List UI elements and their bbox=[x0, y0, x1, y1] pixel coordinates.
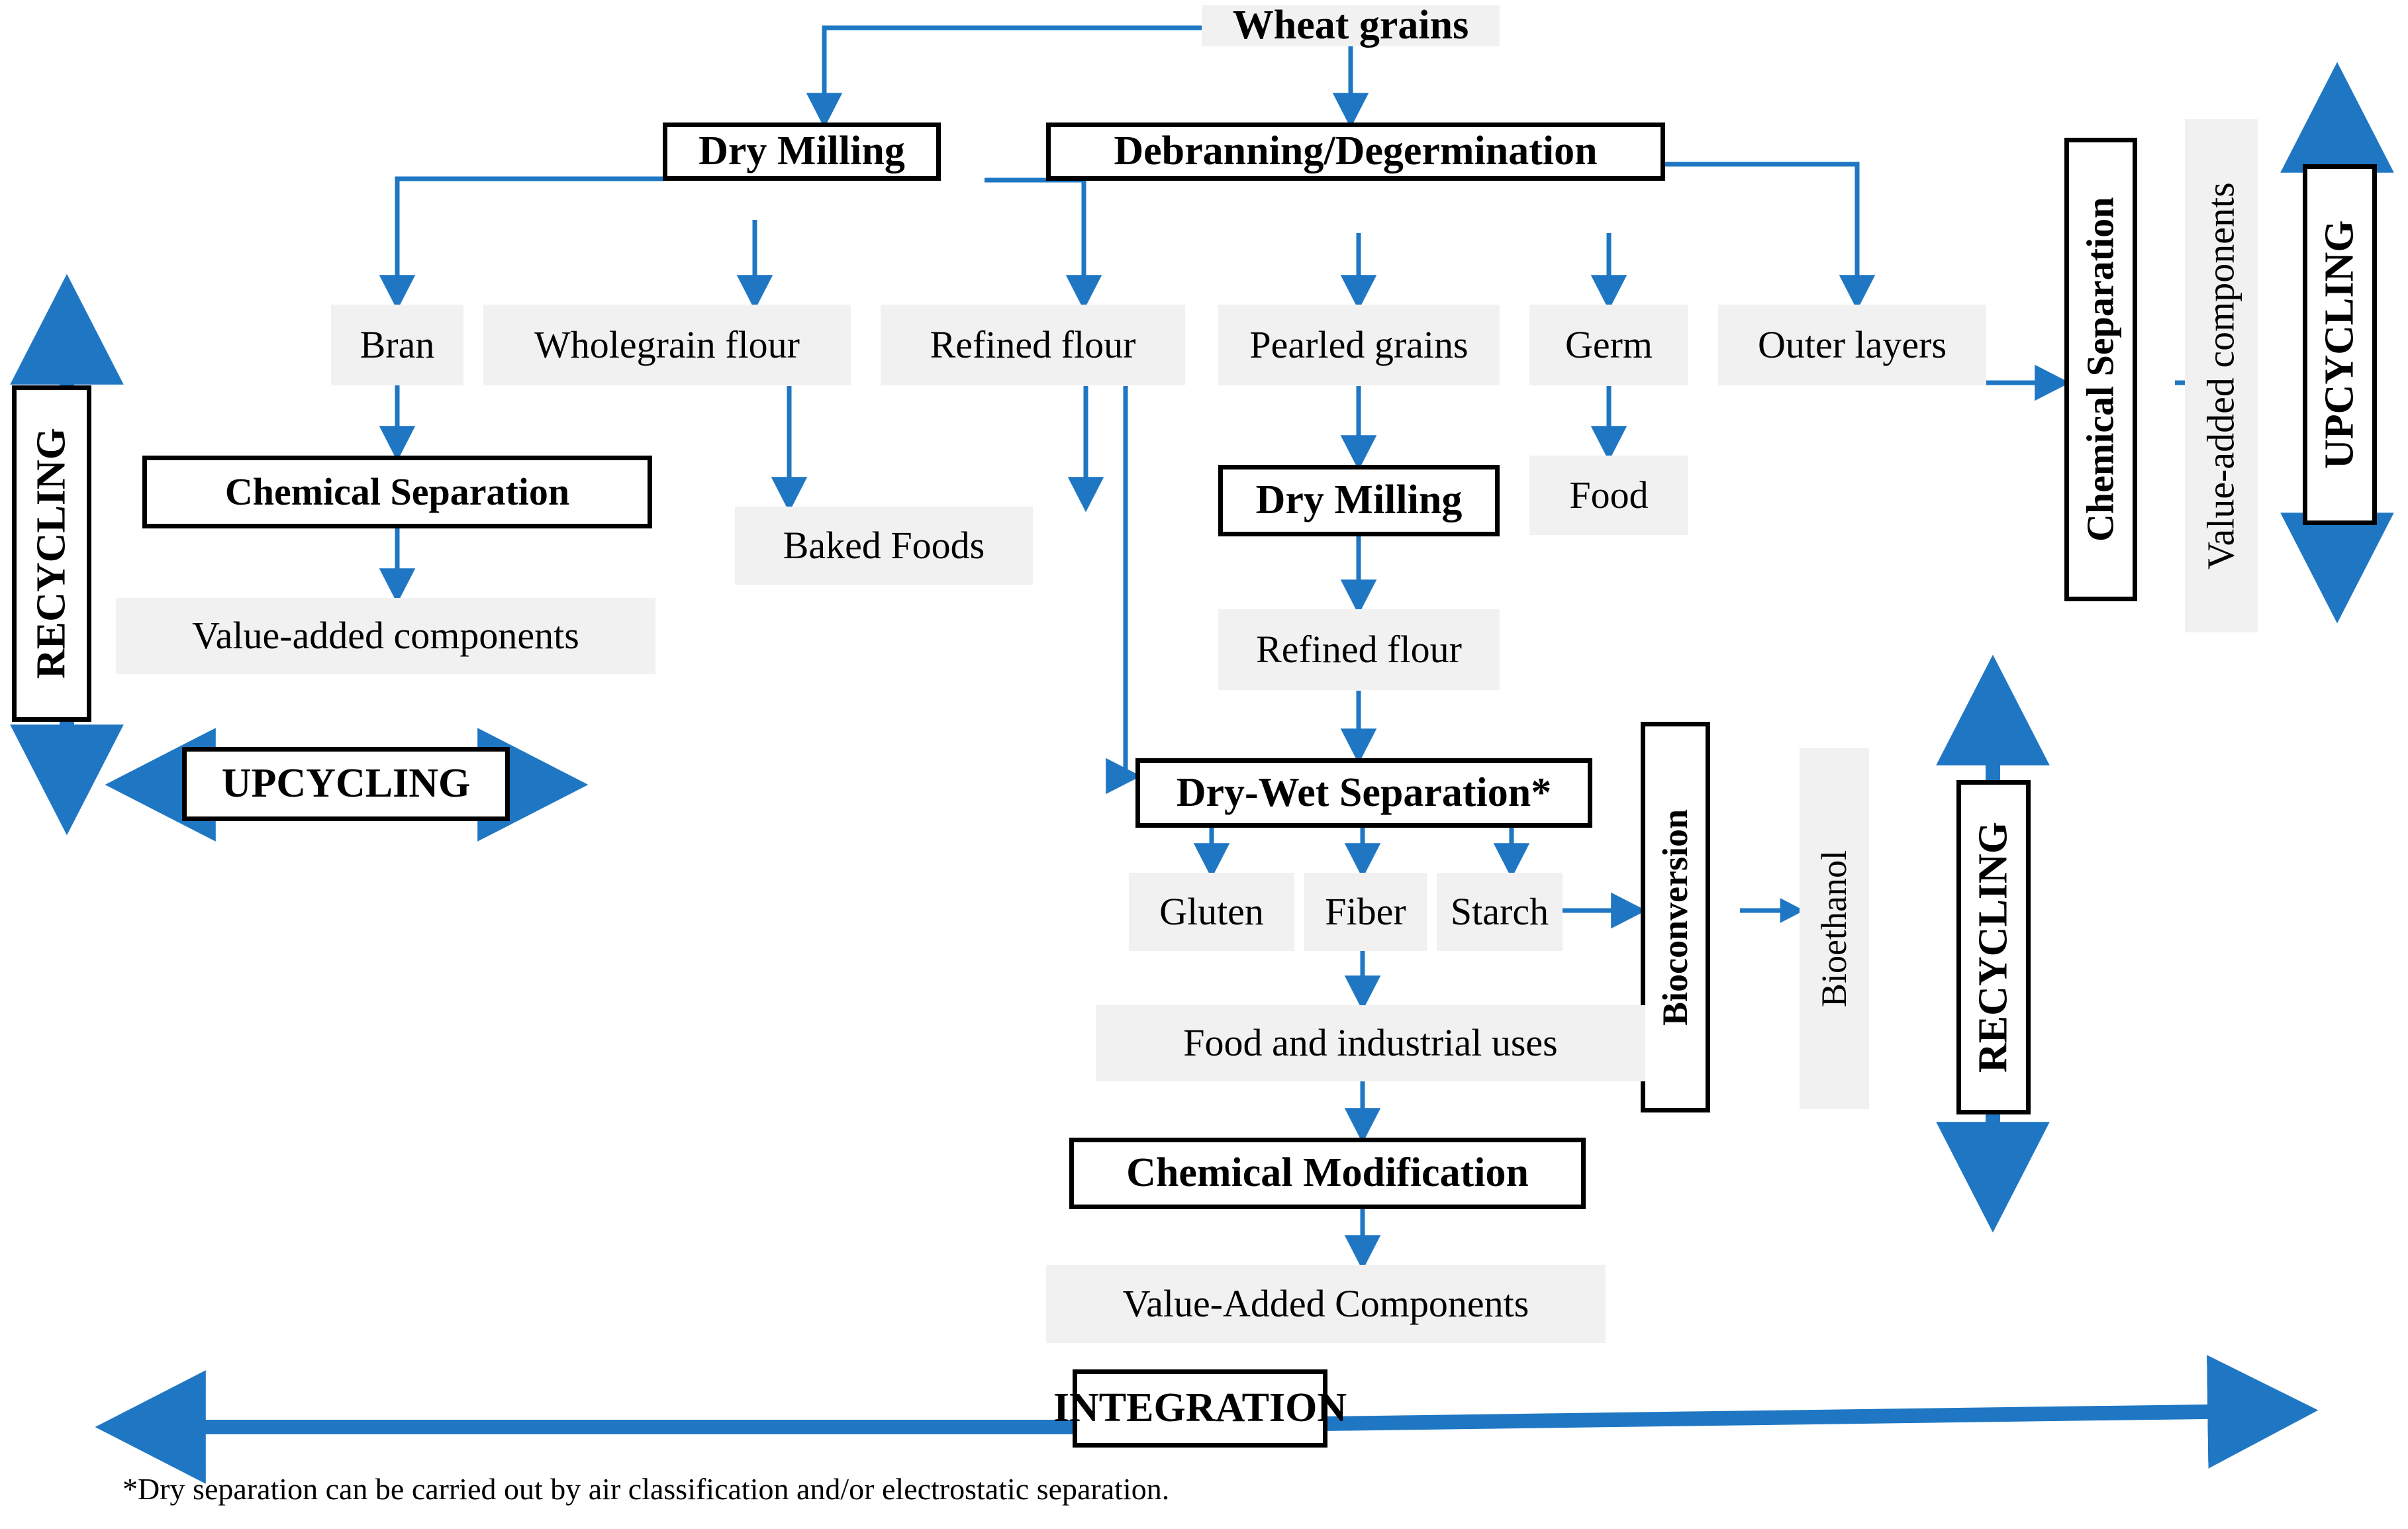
node-wheat-grains: Wheat grains bbox=[1202, 4, 1500, 47]
node-pearled-grains: Pearled grains bbox=[1218, 305, 1500, 385]
strategy-integration: INTEGRATION bbox=[1053, 1369, 1347, 1448]
node-bran: Bran bbox=[331, 305, 463, 385]
node-food: Food bbox=[1529, 456, 1688, 535]
node-starch: Starch bbox=[1437, 873, 1563, 951]
strategy-upcycling-left: UPCYCLING bbox=[182, 747, 510, 821]
node-food-and-industrial-uses: Food and industrial uses bbox=[1096, 1005, 1645, 1081]
node-chemical-separation-right: Chemical Separation bbox=[2064, 138, 2137, 601]
node-bioethanol: Bioethanol bbox=[1800, 748, 1869, 1109]
node-chemical-modification: Chemical Modification bbox=[1069, 1138, 1586, 1209]
node-value-added-components-left: Value-added components bbox=[116, 598, 655, 674]
node-germ: Germ bbox=[1529, 305, 1688, 385]
node-fiber: Fiber bbox=[1304, 873, 1427, 951]
node-outer-layers: Outer layers bbox=[1718, 305, 1986, 385]
node-dry-milling-1: Dry Milling bbox=[663, 123, 941, 181]
node-dry-wet-separation: Dry-Wet Separation* bbox=[1135, 758, 1592, 828]
node-debranning-degermination: Debranning/Degermination bbox=[1046, 123, 1665, 181]
strategy-recycling-left: RECYCLING bbox=[12, 385, 91, 722]
strategy-recycling-right: RECYCLING bbox=[1956, 780, 2031, 1114]
node-gluten: Gluten bbox=[1129, 873, 1294, 951]
footnote-dry-separation: *Dry separation can be carried out by ai… bbox=[122, 1472, 1170, 1506]
strategy-upcycling-right: UPCYCLING bbox=[2303, 164, 2377, 525]
node-wholegrain-flour: Wholegrain flour bbox=[483, 305, 851, 385]
node-value-added-components-right: Value-added components bbox=[2185, 119, 2258, 632]
node-baked-foods: Baked Foods bbox=[735, 507, 1033, 585]
node-bioconversion: Bioconversion bbox=[1641, 722, 1710, 1112]
node-value-added-components: Value-Added Components bbox=[1046, 1265, 1606, 1343]
node-refined-flour-1: Refined flour bbox=[881, 305, 1185, 385]
node-dry-milling-2: Dry Milling bbox=[1218, 465, 1500, 536]
node-chemical-separation-left: Chemical Separation bbox=[142, 456, 652, 528]
node-refined-flour-2: Refined flour bbox=[1218, 609, 1500, 690]
